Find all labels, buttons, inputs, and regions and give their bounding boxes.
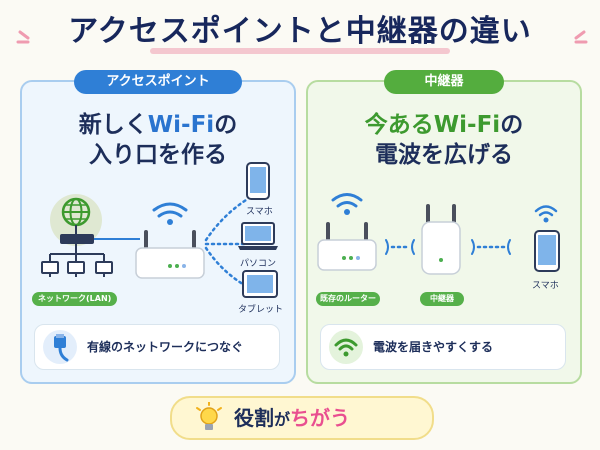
smartphone-icon [246, 162, 270, 200]
title-underline [150, 48, 450, 54]
router-label: 既存のルーター [316, 292, 380, 306]
signal-info-box: 電波を届きやすくする [320, 324, 566, 370]
access-point-panel: アクセスポイント 新しくWi-Fiの 入り口を作る ネットワーク(LAN) [20, 70, 296, 384]
banner-part: 役割 [234, 406, 274, 430]
repeater-panel: 中継器 今あるWi-Fiの 電波を広げる 既存のルーター 中継器 [306, 70, 582, 384]
access-point-headline: 新しくWi-Fiの 入り口を作る [22, 110, 294, 170]
headline-wifi: Wi-Fi [433, 112, 501, 138]
ethernet-info-text: 有線のネットワークにつなぐ [87, 340, 244, 354]
signal-dots-1 [385, 239, 415, 255]
role-difference-banner: 役割がちがう [170, 396, 434, 440]
lan-label: ネットワーク(LAN) [32, 292, 118, 306]
laptop-icon [238, 222, 278, 250]
smartphone-icon [534, 230, 560, 272]
headline-part: の [214, 112, 238, 138]
headline-part: 今ある [364, 112, 434, 138]
sparkle-right-icon [574, 30, 588, 44]
wifi-icon [534, 205, 558, 223]
tablet-icon [242, 270, 278, 298]
headline-line2: 電波を広げる [375, 142, 513, 168]
access-point-label: アクセスポイント [74, 70, 242, 94]
repeater-headline: 今あるWi-Fiの 電波を広げる [308, 110, 580, 170]
banner-part: が [274, 410, 291, 429]
switch-hub-icon [60, 234, 94, 244]
pc-label: パソコン [240, 259, 277, 269]
tablet-label: タブレット [238, 305, 284, 315]
signal-info-text: 電波を届きやすくする [373, 340, 494, 354]
repeater-label: 中継器 [384, 70, 504, 94]
signal-dots-2 [471, 239, 511, 255]
access-point-device-icon [135, 202, 205, 279]
repeater-device-label: 中継器 [420, 292, 464, 306]
headline-line2: 入り口を作る [89, 142, 227, 168]
router-icon [317, 193, 377, 271]
page-title: アクセスポイントと中継器の違い [68, 14, 532, 49]
sparkle-left-icon [16, 30, 30, 44]
repeater-device-icon [421, 204, 461, 275]
headline-part: 新しく [78, 112, 148, 138]
ethernet-cable-icon [43, 330, 77, 364]
lan-network-diagram [41, 194, 140, 277]
phone-label: スマホ [532, 281, 559, 291]
banner-text: 役割がちがう [234, 398, 350, 440]
ethernet-info-box: 有線のネットワークにつなぐ [34, 324, 280, 370]
wifi-signal-icon [329, 330, 363, 364]
headline-wifi: Wi-Fi [147, 112, 215, 138]
headline-part: の [500, 112, 524, 138]
lightbulb-icon [196, 402, 222, 430]
phone-label: スマホ [246, 207, 273, 217]
banner-part: ちがう [290, 406, 351, 430]
